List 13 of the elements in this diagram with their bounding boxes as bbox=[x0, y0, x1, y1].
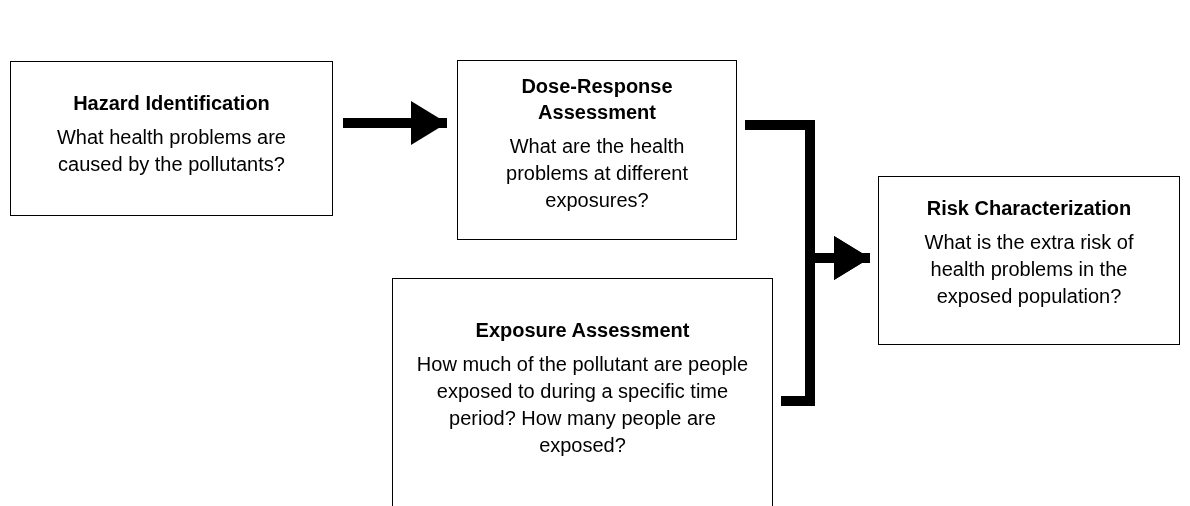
box-text: What health problems are caused by the pollutants? bbox=[56, 125, 287, 177]
box-heading: Risk Characterization bbox=[926, 196, 1132, 221]
process-box bbox=[457, 60, 737, 240]
box-text: What is the extra risk of health problems in the exposed population? bbox=[923, 230, 1135, 309]
process-box bbox=[10, 61, 333, 216]
box-heading: Exposure Assessment bbox=[475, 318, 690, 343]
arrow bbox=[343, 101, 447, 145]
process-box bbox=[878, 176, 1180, 345]
box-text: What are the health problems at different exposures? bbox=[505, 134, 689, 213]
box-text: How much of the pollutant are people exposed to during a specific time period? How many people are exposed? bbox=[415, 352, 750, 458]
box-heading: Hazard Identification bbox=[73, 91, 270, 116]
box-heading: Dose-Response Assessment bbox=[520, 74, 674, 125]
process-box bbox=[392, 278, 773, 506]
